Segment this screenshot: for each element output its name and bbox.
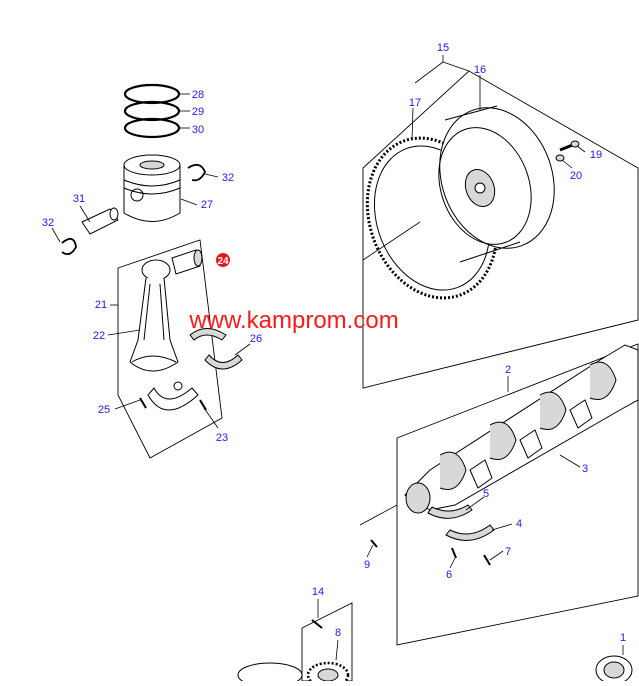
callout-9: 9 xyxy=(364,559,370,571)
flywheel-washer xyxy=(555,154,565,162)
callout-14: 14 xyxy=(312,586,324,598)
connecting-rod xyxy=(129,259,179,372)
front-seal xyxy=(595,655,633,685)
callout-24: 24 xyxy=(217,256,229,267)
callout-22: 22 xyxy=(93,330,105,342)
conrod-cap xyxy=(147,381,199,411)
circlip-right xyxy=(187,163,206,182)
callout-1: 1 xyxy=(620,632,626,644)
piston-group xyxy=(51,83,219,256)
callout-25: 25 xyxy=(98,404,110,416)
flywheel-frame xyxy=(362,70,639,389)
circlip-left xyxy=(61,237,77,256)
callout-7: 7 xyxy=(505,546,511,558)
callout-8: 8 xyxy=(335,627,341,639)
callout-labels: 15 16 17 19 20 28 29 30 32 27 31 32 24 2… xyxy=(42,42,626,644)
conrod-group xyxy=(107,239,251,459)
callout-32-right: 32 xyxy=(222,172,234,184)
callout-29: 29 xyxy=(192,106,204,118)
callout-24-highlight xyxy=(216,253,230,267)
crankshaft-group xyxy=(359,343,639,646)
piston-pin xyxy=(81,207,119,235)
callout-30: 30 xyxy=(192,124,204,136)
small-end-bush xyxy=(171,249,203,275)
bearing-shell-lower xyxy=(204,354,243,370)
callout-26: 26 xyxy=(250,333,262,345)
main-bearing-upper xyxy=(427,504,473,519)
conrod-frame xyxy=(117,239,223,459)
flywheel xyxy=(438,105,555,263)
callout-15: 15 xyxy=(437,42,449,54)
timing-gear xyxy=(306,661,350,686)
callout-21: 21 xyxy=(95,299,107,311)
callout-5: 5 xyxy=(483,488,489,500)
callout-32-left: 32 xyxy=(42,217,54,229)
callout-28: 28 xyxy=(192,89,204,101)
callout-19: 19 xyxy=(590,149,602,161)
callout-27: 27 xyxy=(201,199,213,211)
bottom-group xyxy=(237,599,633,686)
watermark-text: www.kamprom.com xyxy=(188,307,398,334)
main-bearing-lower xyxy=(445,524,495,541)
piston-rings xyxy=(123,83,181,139)
flywheel-bolt xyxy=(559,140,580,152)
callout-31: 31 xyxy=(73,193,85,205)
crankshaft xyxy=(404,344,639,514)
bearing-shell-upper xyxy=(189,328,227,341)
callout-4: 4 xyxy=(516,518,522,530)
callout-17: 17 xyxy=(409,97,421,109)
callout-6: 6 xyxy=(446,569,452,581)
callout-2: 2 xyxy=(505,364,511,376)
piston xyxy=(123,154,181,222)
flywheel-group xyxy=(362,55,639,389)
callout-3: 3 xyxy=(582,463,588,475)
callout-16: 16 xyxy=(474,64,486,76)
callout-20: 20 xyxy=(570,170,582,182)
crankshaft-frame xyxy=(396,343,639,646)
callout-23: 23 xyxy=(216,432,228,444)
pulley-disc xyxy=(237,662,303,686)
